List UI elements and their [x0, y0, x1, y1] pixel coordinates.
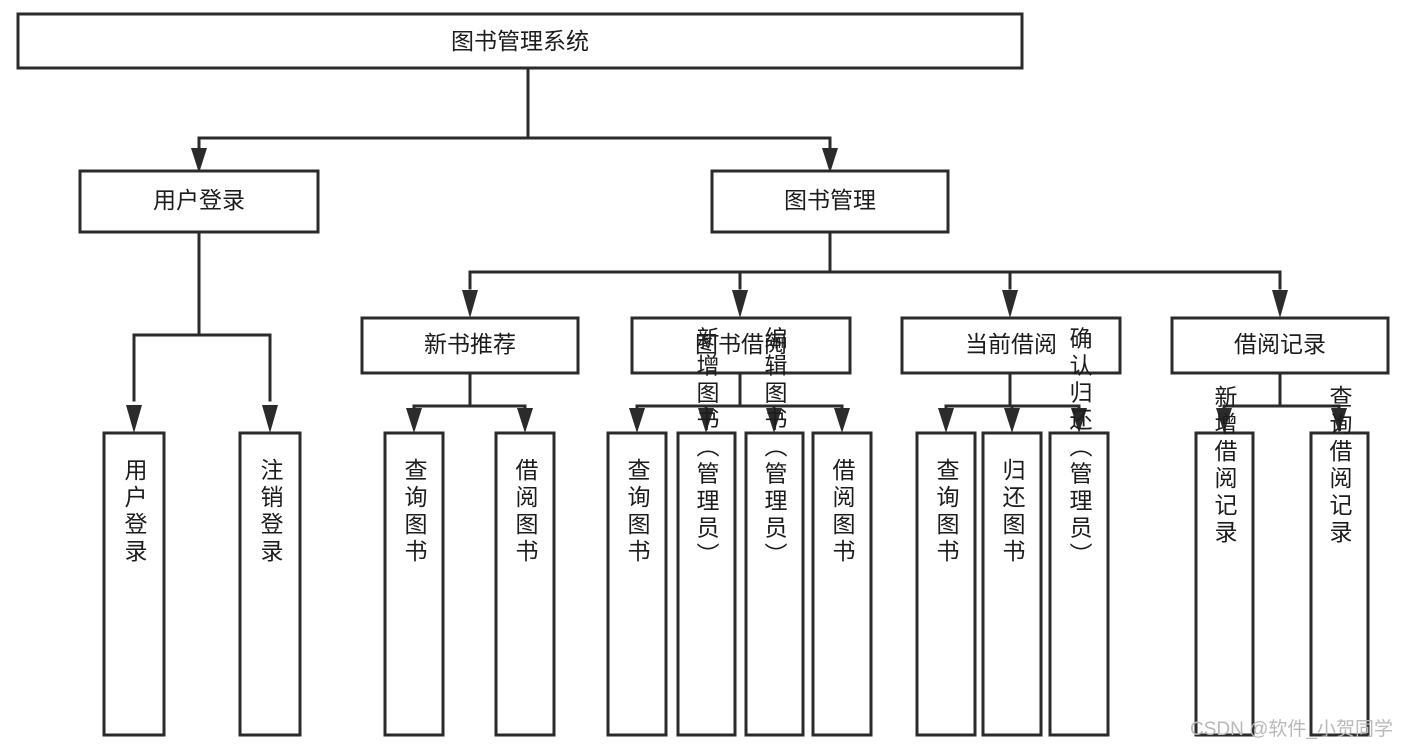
node-leaf-logout[interactable]: 注销登录: [238, 431, 302, 737]
node-leaf-add-book-box[interactable]: [676, 431, 737, 737]
node-user-login[interactable]: 用户登录: [78, 169, 320, 234]
arrowhead-leaf-return-book: [1004, 408, 1020, 433]
node-leaf-confirm-return-box[interactable]: [1048, 431, 1110, 737]
node-leaf-add-record[interactable]: 新增借阅记录: [1194, 385, 1255, 737]
node-leaf-query-book-2[interactable]: 查询图书: [606, 431, 668, 737]
node-current-borrow-box[interactable]: [900, 316, 1122, 375]
node-book-borrow[interactable]: 图书借阅: [630, 316, 852, 375]
node-leaf-borrow-book-1-label: 借阅图书: [512, 458, 539, 566]
node-leaf-confirm-return[interactable]: 确认归还（管理员）: [1048, 327, 1110, 737]
node-user-login-label: 用户登录: [153, 187, 245, 213]
node-leaf-user-login[interactable]: 用户登录: [102, 431, 166, 737]
node-leaf-user-login-box[interactable]: [102, 431, 166, 737]
node-leaf-borrow-book-2-box[interactable]: [811, 431, 873, 737]
node-root[interactable]: 图书管理系统: [16, 12, 1024, 70]
node-leaf-add-book[interactable]: 新增图书（管理员）: [676, 327, 737, 737]
node-current-borrow-label: 当前借阅: [965, 331, 1057, 357]
node-user-login-box[interactable]: [78, 169, 320, 234]
node-leaf-query-book-1[interactable]: 查询图书: [383, 431, 445, 737]
node-current-borrow[interactable]: 当前借阅: [900, 316, 1122, 375]
arrowhead-leaf-query-book-3: [938, 408, 954, 433]
arrowhead-leaf-confirm-return: [1071, 408, 1087, 433]
node-leaf-add-book-label: 新增图书（管理员）: [693, 327, 720, 570]
node-leaf-query-book-3-box[interactable]: [915, 431, 977, 737]
node-leaf-query-record-label: 查询借阅记录: [1326, 385, 1353, 547]
node-leaf-borrow-book-1[interactable]: 借阅图书: [494, 431, 556, 737]
arrowhead-user-login: [191, 148, 207, 173]
node-leaf-logout-label: 注销登录: [257, 458, 284, 566]
node-book-manage[interactable]: 图书管理: [710, 169, 950, 234]
arrowhead-borrow-record: [1272, 290, 1288, 318]
node-leaf-query-book-1-label: 查询图书: [401, 458, 428, 566]
node-new-book-recommend-box[interactable]: [360, 316, 580, 375]
node-new-book-recommend[interactable]: 新书推荐: [360, 316, 580, 375]
node-borrow-record[interactable]: 借阅记录: [1170, 316, 1390, 375]
node-leaf-return-book-box[interactable]: [981, 431, 1043, 737]
node-leaf-query-record[interactable]: 查询借阅记录: [1309, 385, 1370, 737]
arrowhead-leaf-add-book: [698, 408, 714, 433]
arrowhead-leaf-query-book-2: [629, 408, 645, 433]
node-leaf-add-record-box[interactable]: [1194, 431, 1255, 737]
node-leaf-query-record-box[interactable]: [1309, 431, 1370, 737]
node-leaf-edit-book[interactable]: 编辑图书（管理员）: [744, 327, 805, 737]
arrowhead-leaf-borrow-book-1: [517, 408, 533, 433]
node-leaf-query-book-3-label: 查询图书: [933, 458, 960, 566]
node-borrow-record-box[interactable]: [1170, 316, 1390, 375]
node-book-manage-label: 图书管理: [784, 187, 876, 213]
arrowhead-current-borrow: [1002, 290, 1018, 318]
arrowhead-book-manage: [822, 148, 838, 173]
node-leaf-borrow-book-2[interactable]: 借阅图书: [811, 431, 873, 737]
arrowhead-leaf-logout: [262, 405, 278, 433]
arrowhead-new-book-rec: [462, 290, 478, 318]
node-book-manage-box[interactable]: [710, 169, 950, 234]
node-leaf-edit-book-label: 编辑图书（管理员）: [761, 327, 788, 570]
node-leaf-borrow-book-1-box[interactable]: [494, 431, 556, 737]
arrowhead-leaf-add-record: [1216, 408, 1232, 433]
node-leaf-borrow-book-2-label: 借阅图书: [829, 458, 856, 566]
node-book-borrow-label: 图书借阅: [695, 331, 787, 357]
node-leaf-return-book-label: 归还图书: [999, 458, 1026, 566]
node-root-label: 图书管理系统: [451, 28, 589, 54]
arrowhead-leaf-user-login: [126, 405, 142, 433]
node-leaf-add-record-label: 新增借阅记录: [1211, 385, 1238, 547]
node-leaf-query-book-3[interactable]: 查询图书: [915, 431, 977, 737]
node-leaf-edit-book-box[interactable]: [744, 431, 805, 737]
node-book-borrow-box[interactable]: [630, 316, 852, 375]
node-leaf-user-login-label: 用户登录: [121, 458, 148, 566]
node-leaf-query-book-1-box[interactable]: [383, 431, 445, 737]
node-root-box[interactable]: [16, 12, 1024, 70]
node-leaf-return-book[interactable]: 归还图书: [981, 431, 1043, 737]
arrowhead-leaf-query-record: [1331, 408, 1347, 433]
arrowhead-leaf-query-book-1: [406, 408, 422, 433]
node-leaf-logout-box[interactable]: [238, 431, 302, 737]
node-leaf-query-book-2-label: 查询图书: [624, 458, 651, 566]
arrowhead-leaf-borrow-book-2: [834, 408, 850, 433]
connector-layer: [126, 66, 1347, 433]
node-borrow-record-label: 借阅记录: [1234, 331, 1326, 357]
csdn-watermark: CSDN @软件_小贺同学: [1190, 719, 1393, 740]
node-leaf-confirm-return-label: 确认归还（管理员）: [1066, 327, 1093, 570]
node-leaf-query-book-2-box[interactable]: [606, 431, 668, 737]
arrowhead-leaf-edit-book: [766, 408, 782, 433]
arrowhead-book-borrow: [732, 290, 748, 318]
node-new-book-recommend-label: 新书推荐: [424, 331, 516, 357]
